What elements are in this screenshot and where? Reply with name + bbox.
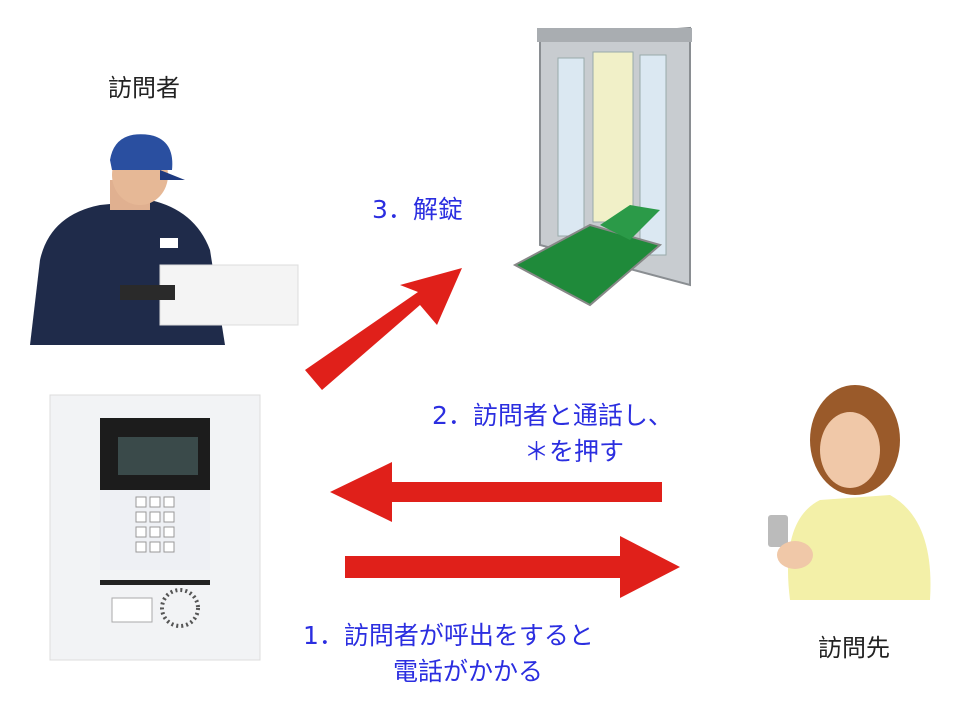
step-1-line1: 1．訪問者が呼出をすると — [303, 621, 594, 650]
arrow-unlock — [305, 268, 462, 390]
step-2-line2: ＊を押す — [524, 437, 625, 466]
destination-illustration — [768, 385, 931, 600]
step-1-text: 1．訪問者が呼出をすると 電話がかかる — [303, 618, 594, 690]
visitor-illustration — [30, 134, 299, 345]
intercom-panel-illustration — [49, 394, 261, 661]
step-3-text: 3．解錠 — [372, 192, 463, 228]
visitor-label: 訪問者 — [108, 74, 180, 102]
door-illustration — [512, 26, 692, 307]
arrow-to-panel — [330, 462, 662, 522]
step-1-line2: 電話がかかる — [393, 657, 544, 686]
destination-label: 訪問先 — [818, 634, 890, 662]
step-2-text: 2．訪問者と通話し、 ＊を押す — [432, 398, 673, 470]
step-2-line1: 2．訪問者と通話し、 — [432, 401, 673, 430]
step-3-line1: 3．解錠 — [372, 195, 463, 224]
arrow-to-destination — [345, 536, 680, 598]
